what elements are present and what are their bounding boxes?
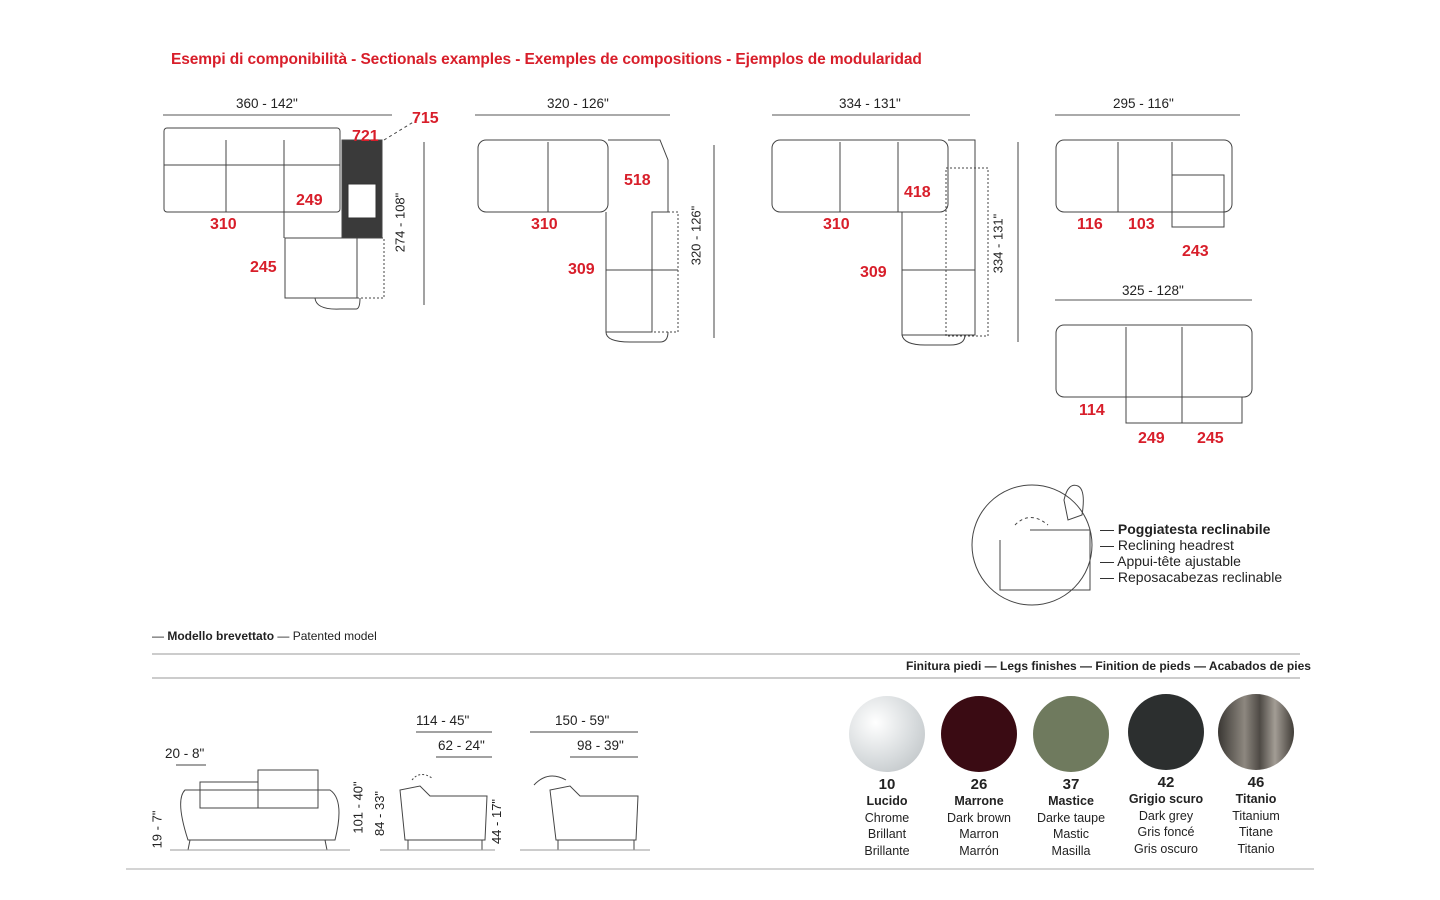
finish-code: 37: [1062, 776, 1080, 793]
sectional-4-label: 116: [1077, 216, 1103, 233]
swatch-circle: [1033, 696, 1109, 772]
finish-code: 42: [1157, 774, 1175, 791]
sectional-3-label: 418: [904, 184, 931, 201]
dim-depth-1-seat: 62 - 24": [438, 738, 485, 753]
patent-en: Patented model: [292, 629, 377, 643]
finish-code: 46: [1247, 774, 1265, 791]
finish-name: Gris foncé: [1137, 825, 1195, 839]
dim-seat-height: 19 - 7": [149, 810, 165, 849]
sectional-3-depth: 334 - 131": [990, 213, 1006, 274]
finish-code: 10: [878, 776, 896, 793]
sectional-1-label: 721: [352, 128, 379, 145]
finish-name: Titanio: [1235, 792, 1277, 806]
legend-item: Reposacabezas reclinable: [1117, 569, 1283, 585]
finish-name: Marrone: [954, 794, 1004, 808]
finish-name: Brillant: [867, 827, 907, 841]
swatch-circle: [941, 696, 1017, 772]
sectional-3-label: 310: [823, 216, 850, 233]
page-title: Esempi di componibilità - Sectionals exa…: [171, 51, 922, 68]
finish-name: Gris oscuro: [1134, 841, 1198, 856]
finish-name: Brillante: [864, 843, 910, 858]
finish-name: Titanium: [1232, 808, 1280, 823]
sectional-2-width: 320 - 126": [547, 96, 609, 111]
sectional-2-label: 309: [568, 261, 595, 278]
swatch-circle: [1128, 694, 1204, 770]
finish-name: Darke taupe: [1036, 810, 1106, 825]
legend-item: Reclining headrest: [1117, 537, 1234, 553]
legend-item: Appui-tête ajustable: [1117, 553, 1241, 569]
sectional-5-label: 114: [1079, 402, 1105, 419]
sectional-4-label: 103: [1128, 216, 1155, 233]
sectional-3-label: 309: [860, 264, 887, 281]
finish-swatch: 37 Mastice Darke taupe Mastic Masilla: [1016, 696, 1126, 859]
finish-name: Chrome: [864, 810, 910, 825]
finish-name: Marrón: [959, 843, 999, 858]
dim-depth-1: 114 - 45": [416, 713, 470, 728]
sectional-1-depth: 274 - 108": [392, 192, 408, 253]
sectional-4-width: 295 - 116": [1113, 96, 1174, 111]
finish-swatch: 42 Grigio scuro Dark grey Gris foncé Gri…: [1111, 694, 1221, 857]
sectional-3-width: 334 - 131": [839, 96, 901, 111]
dim-depth-2-seat: 98 - 39": [577, 738, 624, 753]
sectional-5-label: 249: [1138, 430, 1165, 447]
dim-front-width: 20 - 8": [165, 746, 205, 761]
finish-name: Lucido: [866, 794, 908, 808]
finish-code: 26: [970, 776, 988, 793]
finish-name: Masilla: [1051, 843, 1091, 858]
sectional-1-label: 715: [412, 110, 439, 127]
finish-name: Grigio scuro: [1128, 792, 1204, 806]
sectional-1-label: 310: [210, 216, 237, 233]
finish-swatch: 26 Marrone Dark brown Marron Marrón: [924, 696, 1034, 859]
patent-note: — Modello brevettato — Patented model: [152, 629, 377, 643]
swatch-circle: [1218, 694, 1294, 770]
finish-name: Marron: [959, 827, 999, 841]
finish-name: Mastice: [1048, 794, 1094, 808]
sectional-1-label: 245: [250, 259, 277, 276]
swatch-circle: [849, 696, 925, 772]
finish-swatch: 46 Titanio Titanium Titane Titanio: [1201, 694, 1311, 857]
dim-back-height: 101 - 40": [350, 781, 366, 834]
finish-name: Mastic: [1052, 827, 1090, 841]
finishes-header: Finitura piedi — Legs finishes — Finitio…: [906, 659, 1311, 673]
sectional-1-label: 249: [296, 192, 323, 209]
legend-item: Poggiatesta reclinabile: [1117, 521, 1271, 537]
finish-swatch: 10 Lucido Chrome Brillant Brillante: [832, 696, 942, 859]
finish-name: Dark brown: [947, 810, 1011, 825]
finish-name: Titanio: [1237, 841, 1275, 856]
dim-seat-height-2: 44 - 17": [489, 798, 505, 845]
finish-name: Titane: [1238, 825, 1274, 839]
dim-depth-2: 150 - 59": [555, 713, 610, 728]
sectional-1-width: 360 - 142": [236, 96, 298, 111]
sectional-2-depth: 320 - 126": [688, 205, 704, 266]
sectional-5-width: 325 - 128": [1122, 283, 1184, 298]
patent-it: Modello brevettato: [167, 629, 275, 643]
dim-back-height-low: 84 - 33": [372, 790, 388, 837]
sectional-2-label: 310: [531, 216, 558, 233]
sectional-5-label: 245: [1197, 430, 1224, 447]
sectional-2-label: 518: [624, 172, 651, 189]
sectional-4-label: 243: [1182, 243, 1209, 260]
finish-name: Dark grey: [1138, 808, 1194, 823]
headrest-legend: — Poggiatesta reclinabile — Reclining he…: [1100, 521, 1283, 585]
